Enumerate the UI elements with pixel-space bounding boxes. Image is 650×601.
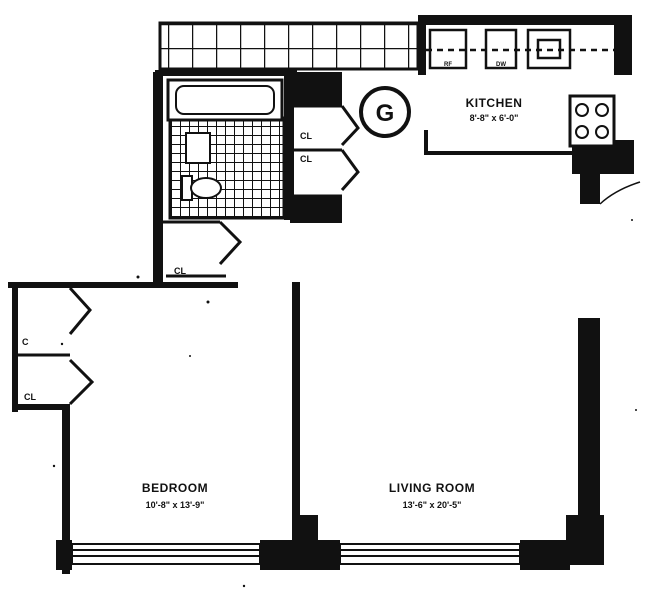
unit-letter: G [376,100,395,127]
kitchen-counter [426,28,614,70]
walls [8,15,634,574]
scan-speckles [52,219,637,588]
terrace-grid [158,21,420,71]
closet-label: CL [174,266,186,276]
living-room-dimensions: 13'-6" x 20'-5" [403,500,462,510]
bedroom-dimensions: 10'-8" x 13'-9" [146,500,205,510]
bedroom-closets [18,286,95,406]
entry-door-swing [599,181,641,205]
closet-label: CL [300,131,312,141]
bedroom-label: BEDROOM [142,481,208,495]
dishwasher-label: DW [496,62,506,68]
bath-hall-closet [163,220,243,278]
kitchen-stove [568,94,616,148]
refrigerator-label: RF [444,62,452,68]
bathroom-sink [185,132,211,164]
closet-label: CL [300,154,312,164]
unit-letter-badge: G [359,86,411,138]
living-room-label: LIVING ROOM [389,481,475,495]
kitchen-dimensions: 8'-8" x 6'-0" [470,113,519,123]
closet-label: CL [24,392,36,402]
closet-label: C [22,337,29,347]
hall-closets [294,104,360,198]
kitchen-label: KITCHEN [466,96,523,110]
windows [71,543,521,565]
toilet [181,175,222,201]
bathtub [166,78,284,122]
